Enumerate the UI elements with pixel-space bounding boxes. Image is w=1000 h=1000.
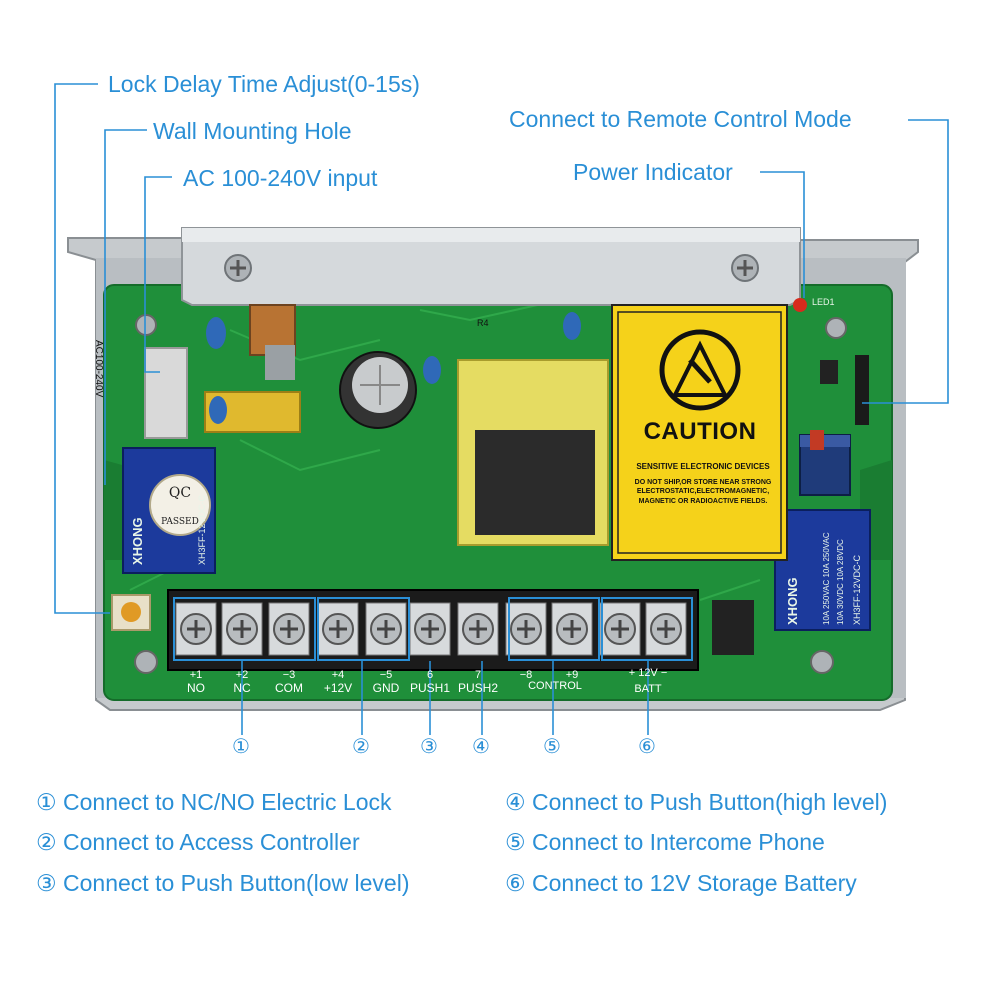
relay-right-spec1: 10A 250VAC 10A 250VAC [822, 532, 831, 625]
marker-3: ③ [420, 734, 438, 758]
legend-marker: ④ [505, 789, 526, 815]
terminal-screw [317, 602, 359, 656]
terminal-name: PUSH2 [457, 680, 498, 695]
terminal-name: PUSH1 [409, 680, 450, 695]
terminal-name: GND [372, 680, 400, 695]
terminal-label: −8 [502, 669, 550, 682]
terminal-number: +2 [235, 669, 249, 681]
terminal-screw [409, 602, 451, 656]
terminal-number: 6 [426, 669, 434, 681]
relay-right-rating: XH3FF-12VDC-C [852, 554, 862, 625]
components [144, 298, 869, 546]
legend-item-1: ① Connect to NC/NO Electric Lock [36, 791, 392, 814]
relay-right [774, 509, 871, 631]
legend-item-6: ⑥ Connect to 12V Storage Battery [505, 872, 857, 895]
legend-item-5: ⑤ Connect to Intercome Phone [505, 831, 825, 854]
marker-2: ② [352, 734, 370, 758]
legend-text: Connect to Access Controller [63, 829, 360, 855]
caution-title: CAUTION [643, 418, 757, 445]
relay-left [122, 447, 216, 574]
terminal-label: +9 [548, 669, 596, 682]
terminal-screws [175, 602, 687, 656]
callout-power-indicator: Power Indicator [573, 159, 733, 185]
top-bracket [181, 227, 801, 306]
terminal-group-batt-volt: + 12V − [628, 667, 668, 679]
terminal-name: NO [187, 680, 205, 695]
terminal-group-frames [173, 597, 693, 661]
r4-silkscreen: R4 [477, 318, 489, 328]
relay-left-rating: XH3FF-12VDC-C [197, 494, 207, 565]
terminal-screw [551, 602, 593, 656]
legend-item-3: ③ Connect to Push Button(low level) [36, 872, 409, 895]
callout-remote-control: Connect to Remote Control Mode [509, 106, 852, 132]
legend-text: Connect to NC/NO Electric Lock [63, 789, 392, 815]
legend-marker: ⑤ [505, 829, 526, 855]
relay-left-brand: XHONG [130, 517, 145, 565]
terminal-group-batt: BATT [634, 683, 662, 695]
terminal-name: NC [233, 680, 251, 695]
legend-text: Connect to Intercome Phone [532, 829, 825, 855]
qc-stamp-bottom: PASSED [161, 517, 199, 527]
callout-lock-delay: Lock Delay Time Adjust(0-15s) [108, 71, 420, 97]
caution-subtitle: SENSITIVE ELECTRONIC DEVICES [636, 462, 770, 471]
terminal-number: −3 [282, 669, 296, 681]
terminal-number: +4 [331, 669, 345, 681]
terminal-number: −5 [379, 669, 393, 681]
legend-item-4: ④ Connect to Push Button(high level) [505, 791, 887, 814]
terminal-screw [599, 602, 641, 656]
relay-right-brand: XHONG [785, 577, 800, 625]
callout-ac-input: AC 100-240V input [183, 165, 378, 191]
relay-right-spec2: 10A 30VDC 10A 28VDC [836, 539, 845, 625]
terminal-name: COM [275, 680, 303, 695]
callout-wall-mounting-hole: Wall Mounting Hole [153, 118, 352, 144]
terminal-number: +9 [565, 669, 579, 681]
terminal-screw [365, 602, 407, 656]
marker-4: ④ [472, 734, 490, 758]
caution-label [611, 304, 788, 561]
legend-text: Connect to 12V Storage Battery [532, 870, 857, 896]
terminal-screw [505, 602, 547, 656]
terminal-name: +12V [323, 680, 353, 695]
terminal-screw [268, 602, 310, 656]
terminal-screw [221, 602, 263, 656]
terminal-screw [457, 602, 499, 656]
legend-marker: ⑥ [505, 870, 526, 896]
legend-marker: ① [36, 789, 57, 815]
terminal-number: 7 [474, 669, 482, 681]
legend-item-2: ② Connect to Access Controller [36, 831, 360, 854]
terminal-label: +4+12V [314, 669, 362, 695]
legend-marker: ② [36, 829, 57, 855]
terminal-number: +1 [189, 669, 203, 681]
terminal-screw [645, 602, 687, 656]
qc-stamp-top: QC [168, 485, 192, 501]
terminal-group-control: CONTROL [528, 680, 582, 692]
marker-5: ⑤ [543, 734, 561, 758]
caution-line: ELECTROSTATIC,ELECTROMAGNETIC, [636, 488, 770, 496]
caution-line: MAGNETIC OR RADIOACTIVE FIELDS. [638, 497, 768, 505]
marker-6: ⑥ [638, 734, 656, 758]
caution-line: DO NOT SHIP,OR STORE NEAR STRONG [634, 479, 772, 486]
marker-1: ① [232, 734, 250, 758]
caution-text: DO NOT SHIP,OR STORE NEAR STRONG ELECTRO… [628, 478, 778, 506]
legend-marker: ③ [36, 870, 57, 896]
led-silkscreen: LED1 [812, 297, 835, 307]
legend-text: Connect to Push Button(high level) [532, 789, 888, 815]
legend-text: Connect to Push Button(low level) [63, 870, 410, 896]
ac-silkscreen: AC100-240V [93, 340, 104, 398]
terminal-screw [175, 602, 217, 656]
terminal-number: −8 [519, 669, 533, 681]
